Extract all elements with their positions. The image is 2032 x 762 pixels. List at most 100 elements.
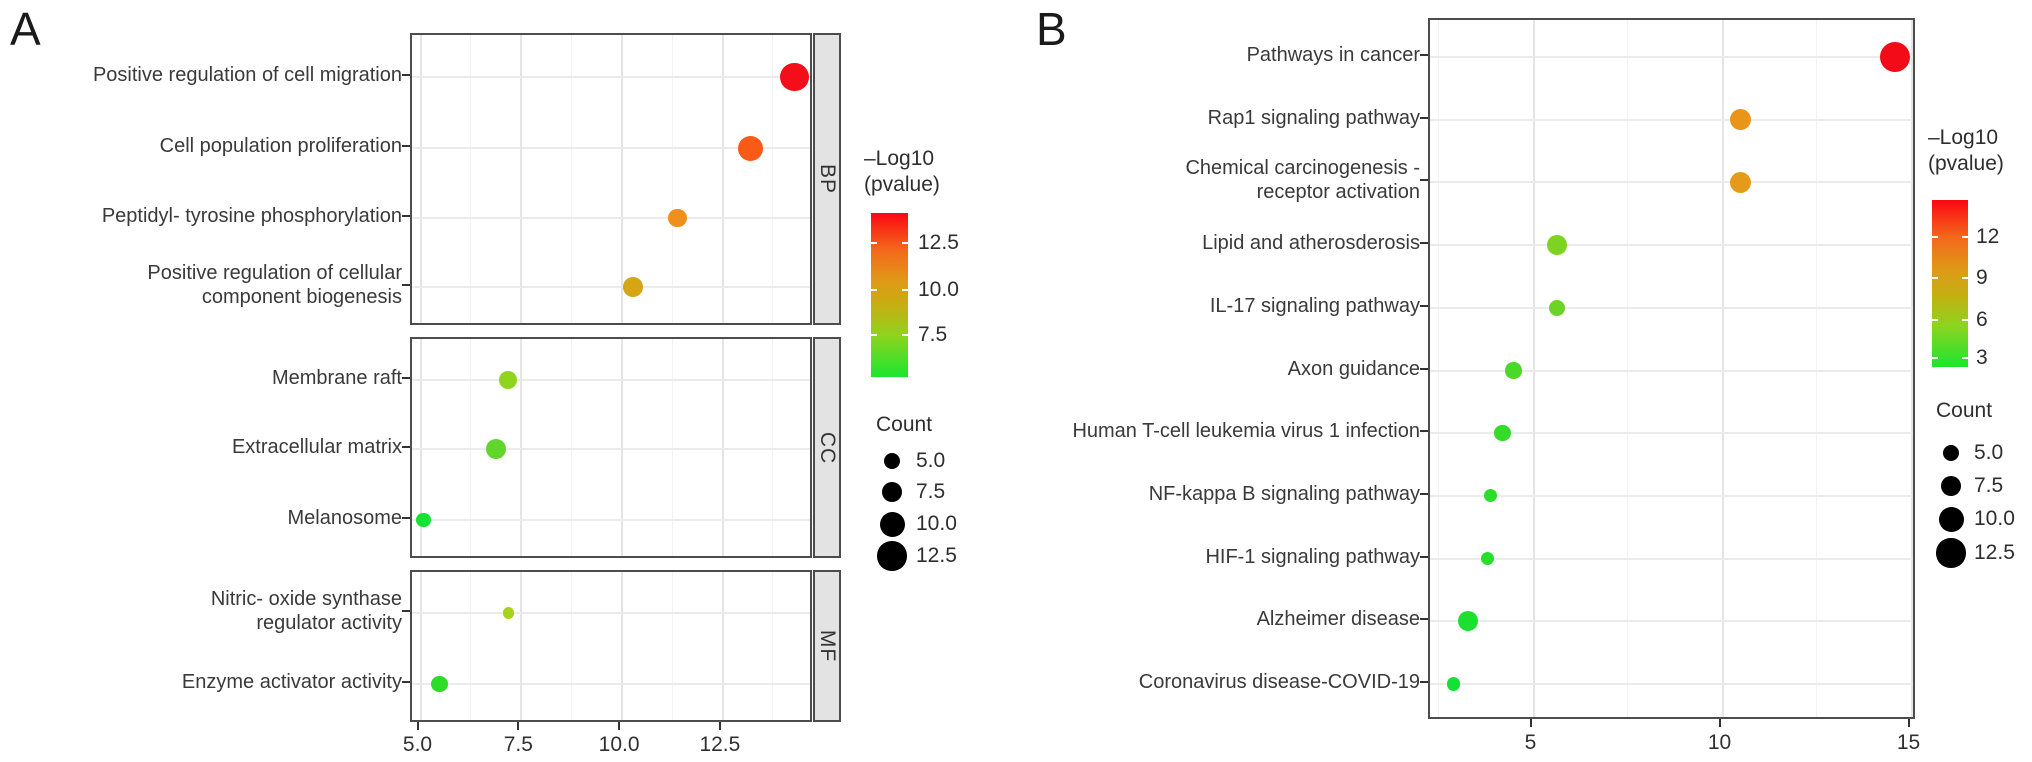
gridline-row [412, 147, 810, 149]
x-tick-mark [1529, 719, 1532, 727]
gridline-minor [469, 339, 471, 556]
data-point [1729, 171, 1752, 194]
size-legend-label: 7.5 [916, 480, 946, 503]
gridline-minor [570, 572, 572, 720]
gridline-minor [671, 339, 673, 556]
term-label: Axon guidance [1287, 357, 1420, 380]
size-legend-dot [883, 452, 901, 470]
size-legend-dot [881, 481, 903, 503]
size-legend-label: 12.5 [1974, 541, 2015, 564]
size-legend-dot [1942, 444, 1960, 462]
data-point [780, 62, 809, 92]
term-label: Extracellular matrix [231, 436, 402, 458]
term-label: Cell population proliferation [159, 135, 402, 157]
gridline-row [412, 76, 810, 78]
data-point [668, 208, 687, 228]
facet-strip-cc: CC [813, 337, 841, 558]
color-legend-tick [871, 242, 877, 244]
gridline-row [1430, 306, 1913, 309]
data-point [1729, 108, 1752, 131]
size-legend-title: Count [1936, 399, 1993, 422]
x-tick-label: 5.0 [402, 733, 433, 756]
size-legend-dot [877, 541, 907, 571]
y-tick-mark [402, 681, 410, 683]
gridline-row [412, 286, 810, 288]
y-tick-mark [1420, 492, 1428, 495]
size-legend-dot [879, 511, 905, 537]
facet-panel-cc [410, 337, 812, 558]
panel-a-label: A [10, 3, 41, 55]
data-point [1480, 552, 1494, 566]
color-legend-title: –Log10(pvalue) [864, 147, 940, 196]
gridline-major [621, 572, 624, 720]
color-legend-tick [902, 289, 908, 292]
term-label: Lipid and atherosderosis [1202, 232, 1420, 255]
term-label: NF-kappa B signaling pathway [1148, 482, 1420, 505]
data-point [1547, 235, 1567, 256]
color-legend-tick-label: 12.5 [918, 231, 959, 254]
color-legend-tick [902, 334, 908, 337]
term-label: Enzyme activator activity [181, 671, 402, 693]
gridline-minor [1816, 20, 1817, 717]
y-tick-mark [1420, 242, 1428, 245]
gridline-major [721, 572, 724, 720]
color-legend-tick [1962, 236, 1968, 239]
color-legend-tick-label: 10.0 [918, 278, 959, 302]
facet-panel-mf [410, 570, 812, 722]
y-tick-mark [1420, 304, 1428, 307]
y-tick-mark [1420, 430, 1428, 433]
y-tick-mark [402, 610, 410, 612]
facet-panel [1428, 18, 1915, 719]
facet-strip-bp: BP [813, 33, 841, 325]
gridline-major [621, 339, 624, 556]
gridline-row [1430, 56, 1913, 58]
color-legend-tick [1962, 319, 1968, 322]
gridline-minor [469, 35, 471, 323]
y-tick-mark [402, 74, 410, 76]
gridline-minor [772, 572, 774, 720]
facet-strip-label: CC [816, 431, 839, 464]
term-label: Rap1 signaling pathway [1207, 106, 1420, 129]
gridline-major [520, 35, 523, 323]
y-tick-mark [1420, 618, 1428, 621]
gridline-row [1430, 181, 1913, 184]
data-point [499, 370, 518, 390]
x-tick-label: 12.5 [699, 733, 741, 756]
x-tick-label: 15 [1896, 731, 1921, 754]
data-point [623, 277, 644, 297]
size-legend-label: 10.0 [916, 512, 957, 535]
term-label: Peptidyl- tyrosine phosphorylation [101, 205, 402, 227]
term-label: Coronavirus disease-COVID-19 [1138, 671, 1420, 693]
gridline-row [1430, 620, 1913, 623]
x-tick-label: 10 [1707, 731, 1732, 754]
color-legend-tick [1932, 356, 1938, 359]
x-tick-label: 7.5 [503, 733, 533, 756]
color-legend-tick [1932, 319, 1938, 322]
color-legend-tick [1932, 276, 1938, 279]
color-legend-title: –Log10(pvalue) [1928, 126, 2004, 175]
data-point [1548, 299, 1566, 317]
term-label: Positive regulation of cell migration [92, 64, 402, 86]
term-label: Membrane raft [271, 367, 402, 389]
y-tick-mark [402, 215, 410, 217]
facet-strip-label: MF [816, 629, 840, 663]
gridline-major [419, 572, 422, 720]
facet-strip-label: BP [816, 163, 840, 195]
gridline-major [1910, 20, 1913, 717]
gridline-row [1430, 369, 1913, 372]
gridline-minor [772, 35, 774, 323]
gridline-row [412, 683, 810, 685]
color-legend-tick [1962, 356, 1968, 359]
size-legend-label: 10.0 [1974, 507, 2015, 530]
gridline-major [1721, 20, 1724, 717]
gridline-row [412, 217, 810, 219]
gridline-minor [1627, 20, 1628, 717]
gridline-row [1430, 557, 1913, 560]
color-legend-tick [1962, 276, 1968, 279]
color-legend-tick-label: 9 [1976, 265, 1988, 289]
size-legend-label: 5.0 [1974, 441, 2004, 464]
x-tick-mark [416, 722, 419, 730]
gridline-minor [671, 572, 673, 720]
size-legend-dot [1936, 538, 1966, 568]
